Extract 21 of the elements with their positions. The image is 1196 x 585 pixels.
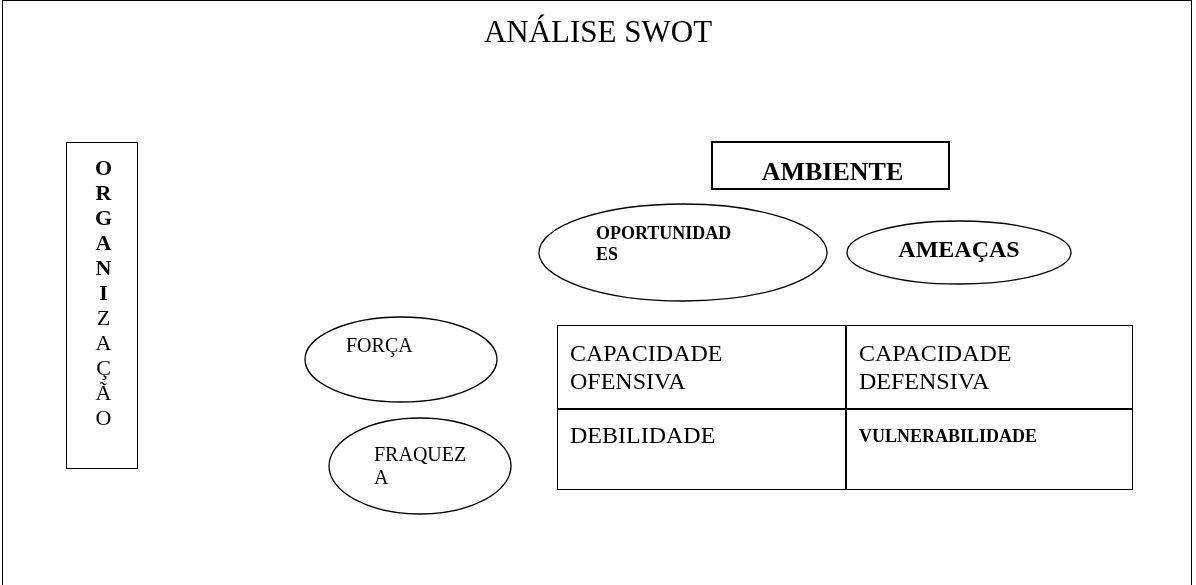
heading-box bbox=[711, 141, 950, 190]
matrix-cell bbox=[557, 409, 846, 490]
ellipse bbox=[538, 203, 828, 302]
node-label: VULNERABILIDADE bbox=[859, 426, 1039, 447]
matrix-cell bbox=[557, 325, 846, 409]
matrix-cell bbox=[846, 409, 1133, 490]
node-label: CAPACIDADE OFENSIVA bbox=[570, 340, 724, 396]
node-label: ORGANIZAÇÃO bbox=[90, 155, 117, 430]
vertical-label-box bbox=[66, 142, 138, 469]
ellipse bbox=[304, 316, 498, 403]
ellipse bbox=[328, 417, 512, 515]
diagram-title: ANÁLISE SWOT bbox=[482, 14, 714, 50]
matrix-cell bbox=[846, 325, 1133, 409]
node-label: FORÇA bbox=[346, 334, 414, 357]
ellipse bbox=[846, 220, 1072, 285]
node-label: FRAQUEZA bbox=[374, 443, 468, 489]
node-label: AMBIENTE bbox=[760, 157, 905, 187]
node-label: CAPACIDADE DEFENSIVA bbox=[859, 340, 1013, 396]
node-label: DEBILIDADE bbox=[570, 422, 717, 450]
node-label: OPORTUNIDADES bbox=[596, 223, 733, 265]
node-label: AMEAÇAS bbox=[897, 236, 1021, 264]
